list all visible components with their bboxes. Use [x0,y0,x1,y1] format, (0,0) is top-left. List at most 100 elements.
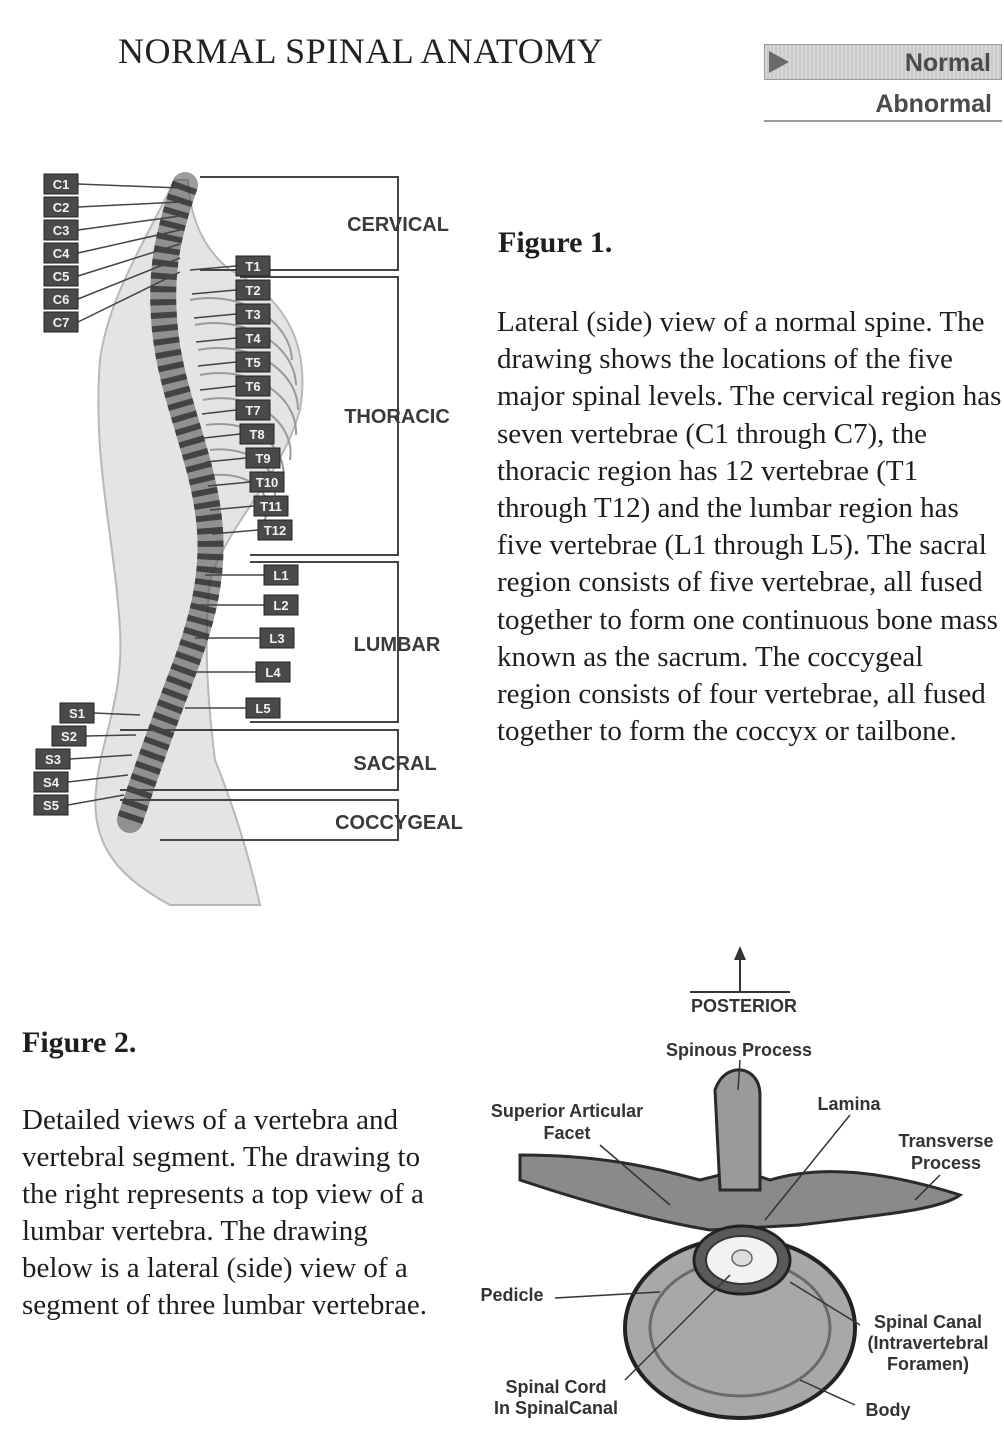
vertebra-label-c7: C7 [43,271,181,333]
label-text: T3 [245,307,260,322]
leader-line [205,457,247,463]
leader-line [201,409,237,415]
superior-articular-facet-label-2: Facet [543,1123,590,1143]
vertebra-label-l2: L2 [200,594,299,616]
label-text: C7 [53,315,70,330]
label-text: T7 [245,403,260,418]
label-text: C5 [53,269,70,284]
vertebra-label-t1: T1 [189,255,271,277]
label-text: L4 [265,665,281,680]
label-box [235,255,271,277]
transverse-process-label-2: Process [911,1153,981,1173]
label-box [235,399,271,421]
tab-abnormal[interactable]: Abnormal [764,86,1002,122]
vertebra-label-c4: C4 [43,229,181,264]
spinal-canal-label-3: Foramen) [887,1354,969,1374]
label-text: T8 [249,427,264,442]
label-box [51,725,87,747]
vertebra-label-t11: T11 [209,495,289,517]
vertebra-label-c5: C5 [43,243,181,287]
figure1-caption: Lateral (side) view of a normal spine. T… [497,306,1002,748]
leader-line [67,794,125,806]
label-text: T1 [245,259,260,274]
leader-line [77,243,181,277]
leader-lines [554,1059,941,1406]
leader-line [77,215,181,231]
pedicle-label: Pedicle [480,1285,543,1305]
label-text: T12 [264,523,286,538]
region-brackets [120,176,399,841]
label-text: T5 [245,355,260,370]
spinal-cord-label-1: Spinal Cord [505,1377,606,1397]
label-box [43,242,79,264]
leader-line [67,774,129,783]
label-box [35,748,71,770]
level-nav: Normal Abnormal [764,44,1002,124]
label-box [259,627,295,649]
label-text: C4 [53,246,70,261]
leader-line [195,337,237,343]
label-box [245,447,281,469]
label-text: L2 [273,598,288,613]
label-text: C6 [53,292,70,307]
region-label-thoracic: THORACIC [344,406,450,428]
spinal-canal-label-2: (Intravertebral [867,1333,988,1353]
label-box [33,771,69,793]
label-box [257,519,293,541]
vertebra-label-t6: T6 [199,375,271,397]
label-text: T4 [245,331,261,346]
vertebra-top-view-diagram: POSTERIOR Spinous Process Lamina Superio… [480,946,994,1420]
label-text: S4 [43,775,60,790]
vertebra-label-s5: S5 [33,794,125,816]
label-text: T2 [245,283,260,298]
lumbar-vertebra-drawing [518,1068,964,1420]
vertebra-label-t2: T2 [191,279,271,301]
label-text: T9 [255,451,270,466]
label-box [33,794,69,816]
figure1-heading: Figure 1. [498,226,613,259]
vertebra-label-s1: S1 [59,702,141,724]
vertebra-label-s2: S2 [51,725,137,747]
leader-line [93,712,141,716]
label-box [43,288,79,310]
leader-line [197,361,237,367]
leader-line [77,183,181,189]
tab-normal[interactable]: Normal [764,44,1002,80]
label-box [245,697,281,719]
lamina-label: Lamina [817,1094,881,1114]
tab-normal-label: Normal [904,49,991,77]
leader-line [77,201,181,208]
vertebra-label-l3: L3 [195,627,295,649]
vertebra-label-c6: C6 [43,257,181,310]
vertebra-label-t7: T7 [201,399,271,421]
label-box [235,303,271,325]
label-box [43,173,79,195]
spinal-canal-label-1: Spinal Canal [874,1312,982,1332]
leader-line [69,754,133,760]
label-text: L5 [255,701,270,716]
label-box [43,196,79,218]
label-text: L1 [273,568,288,583]
tab-abnormal-label: Abnormal [875,90,992,118]
label-text: S2 [61,729,77,744]
label-box [235,279,271,301]
vertebra-label-t3: T3 [193,303,271,325]
vertebra-label-t4: T4 [195,327,271,349]
posterior-arrow-icon [690,946,790,993]
label-box [43,219,79,241]
vertebra-label-t5: T5 [197,351,271,373]
label-text: T11 [260,499,282,514]
vertebra-label-c1: C1 [43,173,181,195]
vertebra-label-s3: S3 [35,748,133,770]
figure2-caption: Detailed views of a vertebra and vertebr… [22,1104,428,1321]
play-arrow-icon [769,51,789,73]
leader-line [199,385,237,391]
leader-line [77,257,181,300]
vertebra-label-t9: T9 [205,447,281,469]
region-label-lumbar: LUMBAR [354,634,441,656]
label-text: L3 [269,631,284,646]
vertebra-label-t12: T12 [211,519,293,541]
label-box [59,702,95,724]
vertebra-label-t8: T8 [203,423,275,445]
label-box [235,351,271,373]
